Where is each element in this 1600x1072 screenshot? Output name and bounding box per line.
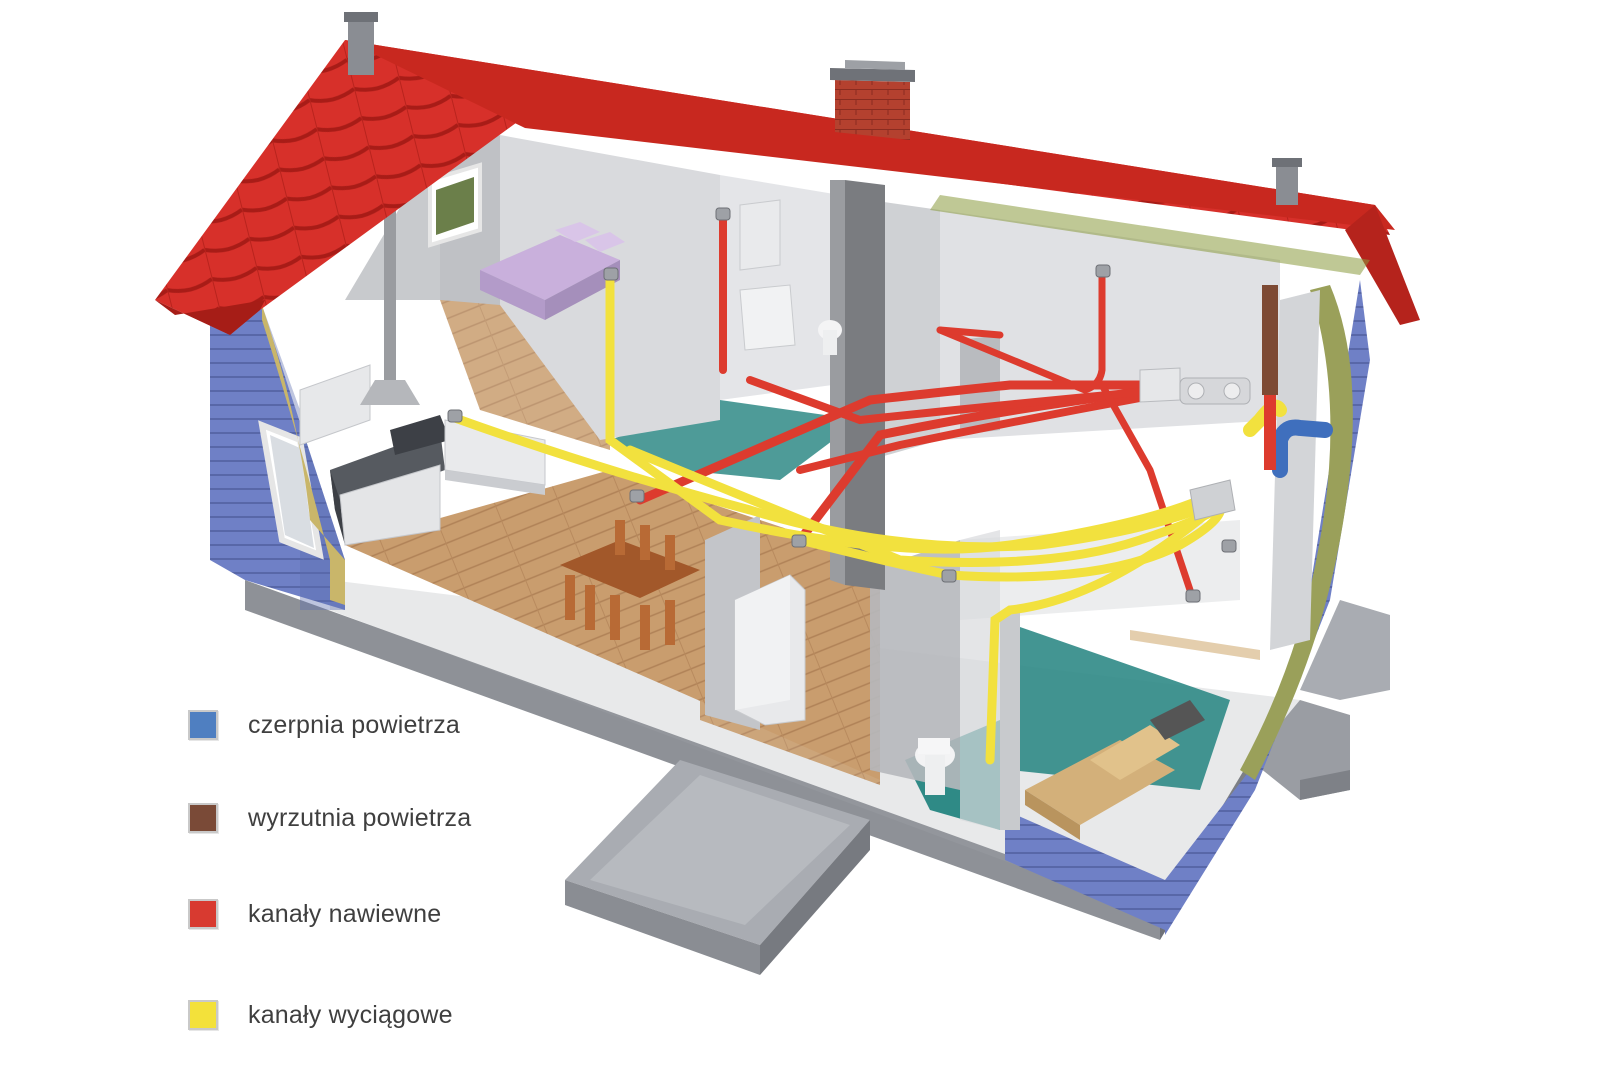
legend-item-intake: czerpnia powietrza — [188, 705, 460, 745]
fridge — [734, 574, 806, 726]
side-steps — [1250, 600, 1390, 800]
bathroom-fixtures — [739, 199, 842, 355]
insulation-layer — [262, 285, 1353, 780]
left-gable-wall — [210, 300, 345, 610]
toilet-icon — [915, 738, 955, 795]
dining-table-icon — [560, 520, 700, 650]
legend-item-supply: kanały nawiewne — [188, 894, 441, 934]
legend-label-intake: czerpnia powietrza — [248, 710, 461, 739]
legend-label-exhaust: wyrzutnia powietrza — [248, 803, 472, 832]
entrance-steps — [565, 760, 870, 975]
air-intake-duct — [1272, 419, 1333, 478]
ceiling-vent-valves — [447, 207, 1237, 603]
kitchen — [299, 364, 546, 546]
legend-swatch-exhaust — [188, 803, 218, 833]
brick-chimney-icon — [830, 60, 915, 140]
legend-item-extract: kanały wyciągowe — [188, 995, 453, 1035]
legend-swatch-extract — [188, 1000, 218, 1030]
right-gable-wall — [1005, 280, 1370, 935]
legend-item-exhaust: wyrzutnia powietrza — [188, 798, 471, 838]
roof-vent-icon — [344, 12, 1302, 205]
bed-icon — [480, 222, 625, 320]
legend-label-extract: kanały wyciągowe — [248, 1000, 453, 1029]
legend-swatch-intake — [188, 710, 218, 740]
legend-swatch-supply — [188, 899, 218, 929]
legend: czerpnia powietrza wyrzutnia powietrza k… — [188, 0, 608, 1072]
sauna-bench-icon — [1025, 630, 1260, 840]
legend-label-supply: kanały nawiewne — [248, 899, 442, 928]
range-hood — [360, 210, 420, 405]
air-exhaust-duct — [1262, 285, 1278, 470]
recuperator-unit-icon — [1139, 367, 1251, 521]
